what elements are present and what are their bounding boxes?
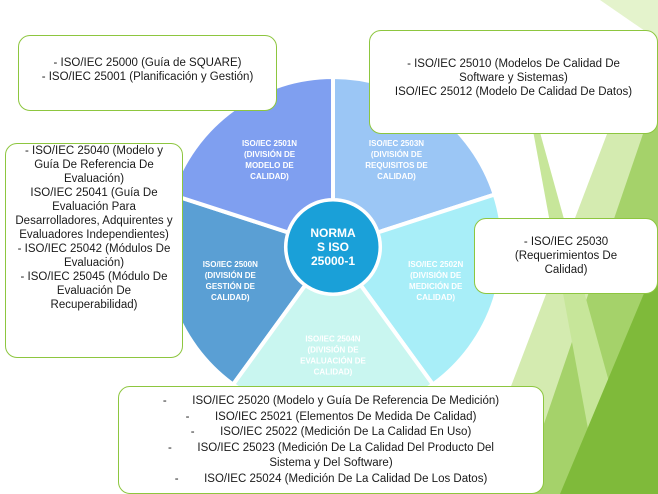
bg-shape-dark — [560, 260, 658, 494]
segment-evaluacion-label: (DIVISIÓN DE — [307, 346, 359, 355]
segment-gestion-label: CALIDAD) — [211, 293, 250, 302]
segment-requisitos-label: ISO/IEC 2503N — [369, 139, 424, 148]
box-modelo-line: - ISO/IEC 25010 (Modelos De Calidad De — [407, 58, 620, 70]
segment-evaluacion-label: ISO/IEC 2504N — [305, 335, 360, 344]
center-label-line3: 25000-1 — [311, 254, 355, 268]
center-label-line2: S ISO — [317, 240, 349, 254]
segment-modelo-label: CALIDAD) — [250, 172, 289, 181]
box-evaluacion-line: ISO/IEC 25041 (Guía De Evaluación Para D… — [15, 187, 173, 241]
segment-medicion-label: CALIDAD) — [416, 293, 455, 302]
box-requisitos-line: (Requerimientos De — [514, 250, 618, 262]
segment-medicion-label: MEDICIÓN DE — [409, 282, 463, 291]
center-label-line1: NORMA — [310, 226, 356, 240]
box-medicion-line: - ISO/IEC 25021 (Elementos De Medida De … — [185, 410, 477, 423]
box-medicion-line: - ISO/IEC 25020 (Modelo y Guía De Refere… — [162, 395, 500, 407]
box-requisitos: - ISO/IEC 25030 (Requerimientos De Calid… — [474, 218, 658, 294]
box-medicion-line: - ISO/IEC 25023 (Medición De La Calidad … — [168, 441, 494, 454]
box-evaluacion-line: - ISO/IEC 25042 (Módulos De Evaluación) — [17, 243, 171, 269]
segment-medicion-label: ISO/IEC 2502N — [408, 260, 463, 269]
segment-requisitos-label: CALIDAD) — [377, 172, 416, 181]
box-requisitos-line: Calidad) — [544, 264, 588, 276]
segment-modelo-label: MODELO DE — [245, 161, 294, 170]
segment-requisitos-label: REQUISITOS DE — [365, 161, 428, 170]
segment-gestion-label: ISO/IEC 2500N — [203, 260, 258, 269]
segment-modelo-label: ISO/IEC 2501N — [242, 139, 297, 148]
center-circle — [284, 198, 382, 296]
box-requisitos-line: - ISO/IEC 25030 — [523, 236, 609, 248]
segment-gestion-label: GESTIÓN DE — [206, 282, 256, 291]
segment-medicion-label: (DIVISIÓN DE — [410, 271, 462, 280]
segment-evaluacion-label: EVALUACIÓN DE — [300, 357, 366, 366]
box-evaluacion-line: - ISO/IEC 25040 (Modelo y Guía De Refere… — [24, 145, 164, 185]
segment-gestion-label: (DIVISIÓN DE — [205, 271, 257, 280]
segment-modelo-label: (DIVISIÓN DE — [244, 150, 296, 159]
segment-requisitos-label: (DIVISIÓN DE — [371, 150, 423, 159]
box-medicion-line: - ISO/IEC 25022 (Medición De La Calidad … — [190, 426, 472, 438]
segment-evaluacion-label: CALIDAD) — [314, 368, 353, 377]
box-gestion: - ISO/IEC 25000 (Guía de SQUARE) - ISO/I… — [18, 35, 277, 111]
box-medicion-line: - ISO/IEC 25024 (Medición De La Calidad … — [174, 472, 488, 485]
box-modelo-line: Software y Sistemas) — [459, 72, 568, 84]
box-gestion-line: - ISO/IEC 25001 (Planificación y Gestión… — [41, 71, 254, 83]
box-evaluacion-line: - ISO/IEC 25045 (Módulo De Evaluación De… — [20, 271, 168, 311]
box-evaluacion: - ISO/IEC 25040 (Modelo y Guía De Refere… — [5, 143, 183, 358]
box-modelo-line: ISO/IEC 25012 (Modelo De Calidad De Dato… — [394, 86, 633, 98]
box-gestion-line: - ISO/IEC 25000 (Guía de SQUARE) — [53, 57, 242, 69]
box-modelo: - ISO/IEC 25010 (Modelos De Calidad De S… — [369, 30, 658, 134]
box-medicion-line: Sistema y Del Software) — [269, 457, 393, 469]
box-medicion: - ISO/IEC 25020 (Modelo y Guía De Refere… — [118, 386, 544, 494]
